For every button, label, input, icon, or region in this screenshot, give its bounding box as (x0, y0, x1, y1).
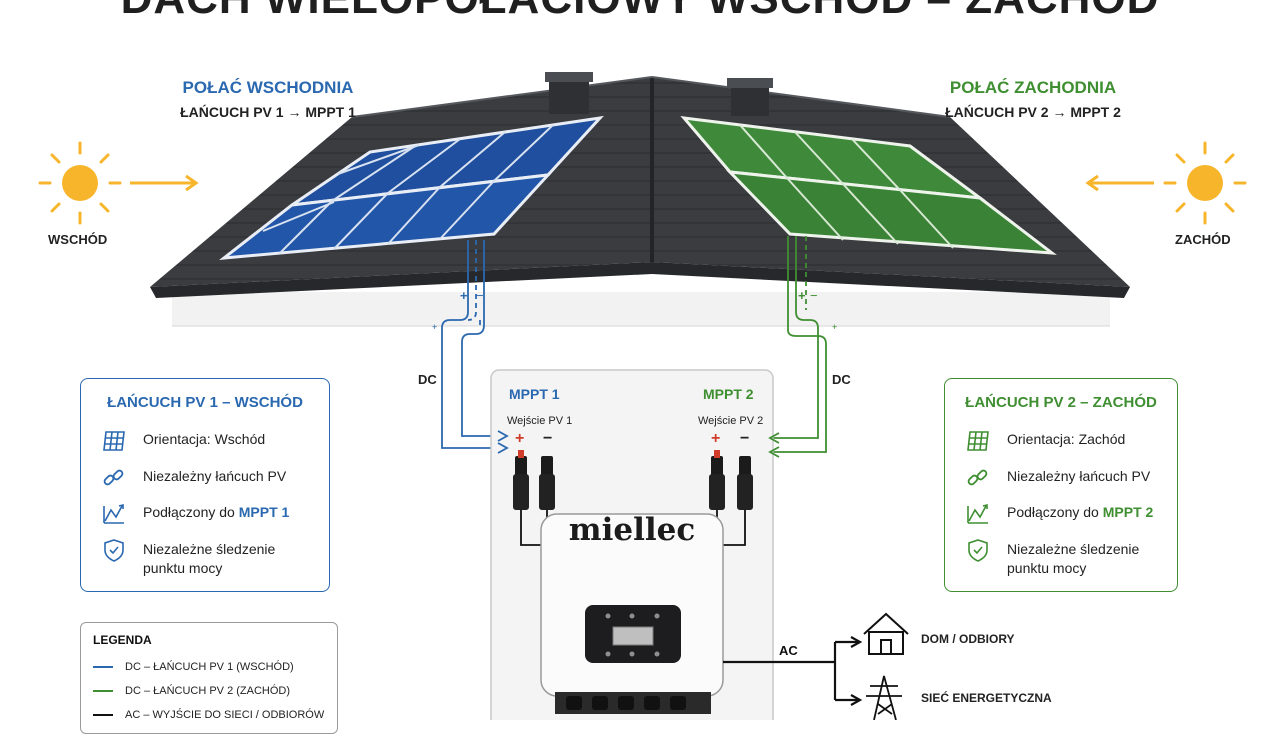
chain-link-icon (103, 469, 124, 486)
ac-label: AC (779, 643, 798, 658)
power-tower-icon (866, 675, 902, 720)
legend-item-west: DC – ŁAŃCUCH PV 2 (ZACHÓD) (93, 685, 290, 697)
legend-swatch-west (93, 690, 113, 692)
sun-icon-west (1163, 141, 1247, 225)
string-east-box: ŁAŃCUCH PV 1 – WSCHÓD Orientacja: Wschód… (80, 378, 330, 592)
connected-target: MPPT 2 (1102, 504, 1154, 520)
east-roof-title: POŁAĆ WSCHODNIA (182, 78, 354, 97)
connected-prefix: Podłączony do (1007, 504, 1099, 520)
tracking-row: Niezależne śledzenie punktu mocy (101, 539, 301, 578)
independent-row: Niezależny łańcuch PV (101, 468, 286, 491)
orientation-text: Orientacja: Wschód (143, 431, 266, 447)
east-roof-heading: POŁAĆ WSCHODNIA ŁAŃCUCH PV 1 → MPPT 1 (148, 78, 388, 120)
tracking-row: Niezależne śledzenie punktu mocy (965, 539, 1155, 578)
west-roof-title: POŁAĆ ZACHODNIA (949, 78, 1117, 97)
orientation-row: Orientacja: Zachód (965, 431, 1125, 454)
connected-row: Podłączony do MPPT 1 (101, 503, 290, 527)
house-wall (172, 292, 1110, 326)
string-west-title: ŁAŃCUCH PV 2 – ZACHÓD (965, 394, 1157, 411)
dc-label-west: DC (832, 372, 851, 387)
solar-panel-icon (967, 431, 989, 451)
sun-icon-east (38, 141, 122, 225)
mppt2-input-label: Wejście PV 2 (698, 415, 764, 427)
mppt1-plus: + (515, 430, 525, 447)
mppt-curve-icon (103, 503, 124, 524)
mppt2-minus: − (740, 430, 750, 447)
connected-prefix: Podłączony do (143, 504, 235, 520)
mc4-connectors (513, 450, 753, 510)
independent-text: Niezależny łańcuch PV (143, 468, 287, 484)
arrow-left-icon (1085, 174, 1154, 192)
independent-text: Niezależny łańcuch PV (1007, 468, 1151, 484)
legend-title: LEGENDA (93, 633, 152, 647)
inverter-brand: miellec (568, 512, 696, 548)
string-west-box: ŁAŃCUCH PV 2 – ZACHÓD Orientacja: Zachód… (944, 378, 1178, 592)
svg-text:−: − (476, 288, 484, 303)
legend-text-east: DC – ŁAŃCUCH PV 1 (WSCHÓD) (125, 661, 294, 673)
connected-row: Podłączony do MPPT 2 (965, 503, 1154, 527)
legend-item-east: DC – ŁAŃCUCH PV 1 (WSCHÓD) (93, 661, 294, 673)
legend-swatch-ac (93, 714, 113, 716)
legend-swatch-east (93, 666, 113, 668)
legend-text-ac: AC – WYJŚCIE DO SIECI / ODBIORÓW (125, 709, 325, 721)
ac-wire (723, 640, 858, 702)
svg-text:+: + (460, 288, 468, 303)
dc-label-east: DC (418, 372, 437, 387)
dc-wire-west (770, 236, 827, 453)
west-solar-array (680, 116, 1057, 255)
mppt1-minus: − (543, 430, 553, 447)
svg-text:+: + (832, 322, 837, 332)
shield-check-icon (968, 539, 988, 562)
west-roof-heading: POŁAĆ ZACHODNIA ŁAŃCUCH PV 2 → MPPT 2 (913, 78, 1153, 120)
svg-text:+: + (432, 322, 437, 332)
east-side-label: WSCHÓD (48, 232, 108, 247)
page-title: DACH WIELOPOŁACIOWY WSCHÓD – ZACHÓD (0, 0, 1280, 24)
mppt-curve-icon (967, 503, 988, 524)
legend: LEGENDA DC – ŁAŃCUCH PV 1 (WSCHÓD) DC – … (80, 622, 338, 734)
chimney-left (545, 72, 593, 114)
home-label: DOM / ODBIORY (921, 632, 1015, 646)
legend-item-ac: AC – WYJŚCIE DO SIECI / ODBIORÓW (93, 709, 324, 721)
orientation-text: Orientacja: Zachód (1007, 431, 1126, 447)
inverter-body (540, 513, 724, 714)
chain-link-icon (967, 469, 988, 486)
arrow-right-icon (130, 174, 199, 192)
east-roof-subtitle: ŁAŃCUCH PV 1 → MPPT 1 (180, 104, 356, 120)
west-side-label: ZACHÓD (1175, 232, 1231, 247)
shield-check-icon (104, 539, 124, 562)
independent-row: Niezależny łańcuch PV (965, 468, 1150, 491)
mppt1-input-label: Wejście PV 1 (507, 415, 573, 427)
mppt2-plus: + (711, 430, 721, 447)
connected-target: MPPT 1 (238, 504, 290, 520)
mppt2-label: MPPT 2 (703, 386, 754, 402)
orientation-row: Orientacja: Wschód (101, 431, 265, 454)
svg-text:−: − (810, 288, 818, 303)
svg-text:+: + (798, 288, 806, 303)
home-icon (863, 612, 909, 655)
east-solar-array (219, 115, 604, 260)
tracking-text: Niezależne śledzenie punktu mocy (1007, 541, 1140, 576)
legend-text-west: DC – ŁAŃCUCH PV 2 (ZACHÓD) (125, 685, 291, 697)
solar-panel-icon (103, 431, 125, 451)
mppt1-label: MPPT 1 (509, 386, 560, 402)
string-east-title: ŁAŃCUCH PV 1 – WSCHÓD (107, 394, 303, 411)
west-roof-subtitle: ŁAŃCUCH PV 2 → MPPT 2 (945, 104, 1121, 120)
tracking-text: Niezależne śledzenie punktu mocy (143, 541, 276, 576)
dc-wire-east (441, 240, 506, 449)
grid-label: SIEĆ ENERGETYCZNA (921, 691, 1052, 705)
chimney-right (727, 78, 773, 116)
